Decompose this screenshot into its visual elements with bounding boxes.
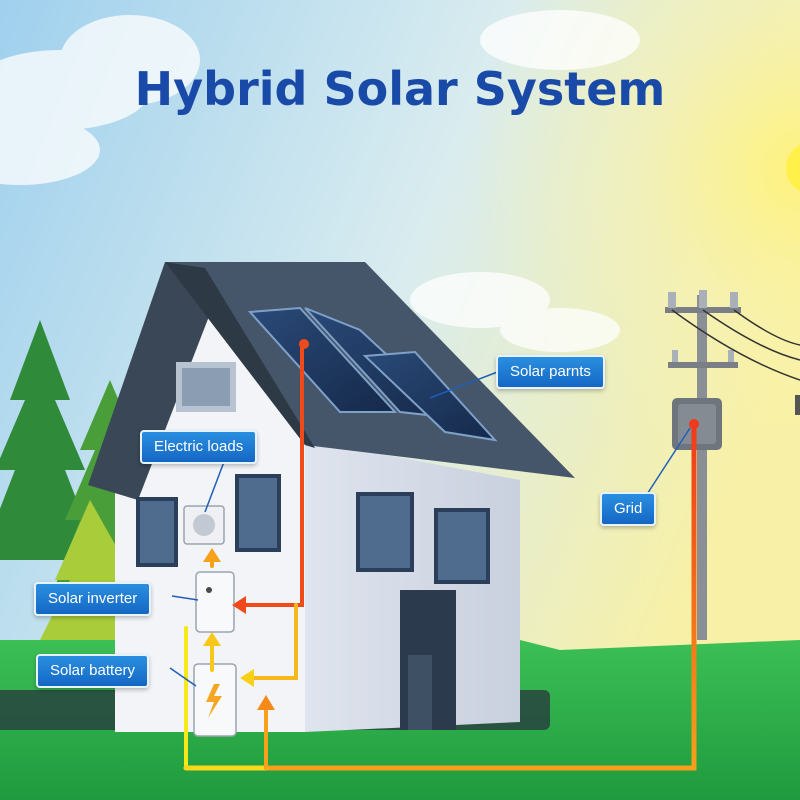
solar-to-battery-line bbox=[243, 603, 298, 680]
sun bbox=[786, 144, 800, 192]
label-solar-panels: Solar parnts bbox=[496, 355, 605, 389]
label-solar-inverter: Solar inverter bbox=[34, 582, 152, 616]
flow-arrows bbox=[203, 548, 275, 710]
label-electric-loads: Electric loads bbox=[140, 430, 258, 464]
page-title: Hybrid Solar System bbox=[134, 62, 666, 116]
ac-unit bbox=[183, 505, 225, 545]
clouds bbox=[0, 10, 640, 352]
solar-line bbox=[238, 343, 304, 607]
solar-battery bbox=[193, 663, 237, 737]
label-solar-battery: Solar battery bbox=[36, 654, 150, 688]
energy-flow bbox=[183, 339, 699, 771]
label-grid: Grid bbox=[600, 492, 657, 526]
grid-line bbox=[183, 422, 697, 771]
solar-inverter bbox=[195, 571, 235, 633]
